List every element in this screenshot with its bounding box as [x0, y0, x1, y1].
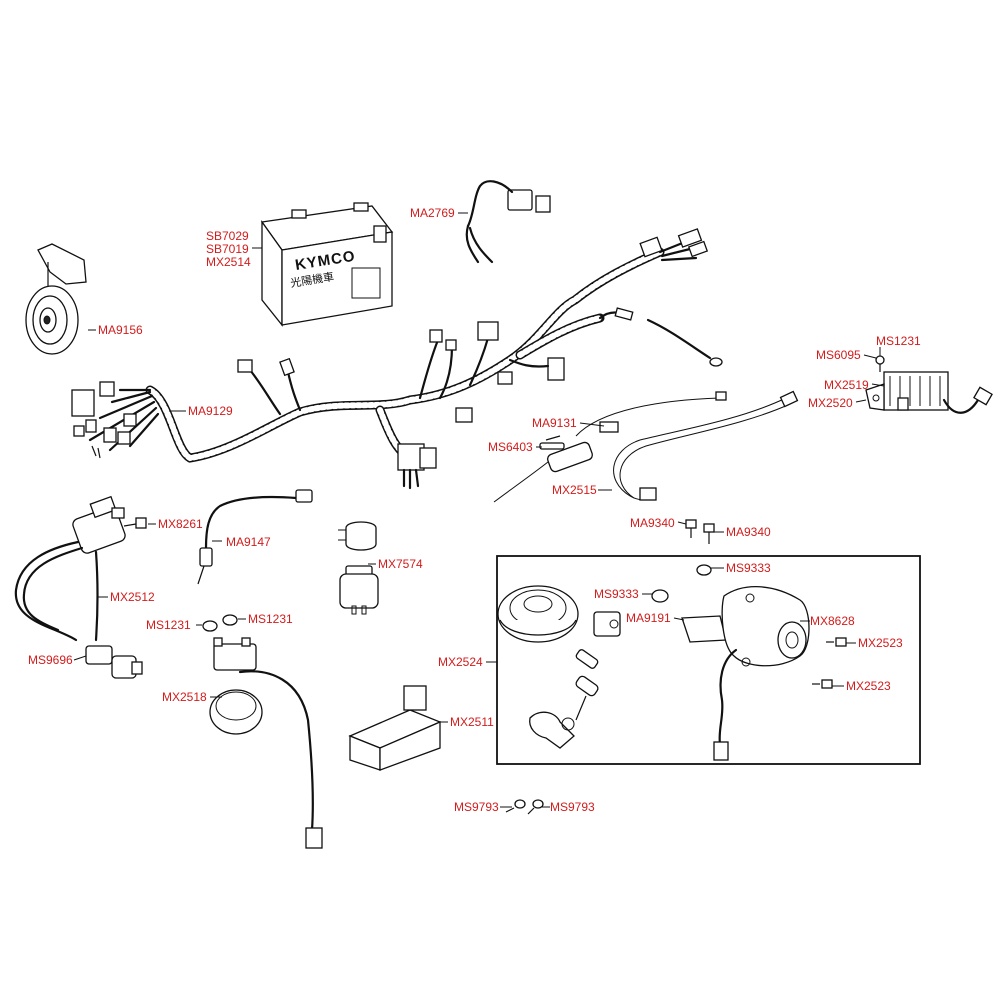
label-ma9147: MA9147 — [226, 535, 271, 549]
battery-brand-subtitle: 光陽機車 — [289, 269, 335, 290]
battery: KYMCO 光陽機車 — [260, 202, 394, 327]
label-ma2769: MA2769 — [410, 206, 455, 220]
label-mx7574: MX7574 — [378, 557, 423, 571]
label-ma9340-right: MA9340 — [726, 525, 771, 539]
label-ms9793-left: MS9793 — [454, 800, 499, 814]
label-ms9793-right: MS9793 — [550, 800, 595, 814]
ignition-coil — [14, 495, 143, 679]
nut-b — [222, 614, 238, 626]
bolt-b — [703, 523, 715, 544]
stop-switch — [493, 391, 727, 503]
label-mx8261: MX8261 — [158, 517, 203, 531]
label-ma9129: MA9129 — [188, 404, 233, 418]
label-mx2523-lower: MX2523 — [846, 679, 891, 693]
label-ma9156: MA9156 — [98, 323, 143, 337]
pin — [539, 442, 565, 450]
label-mx2524: MX2524 — [438, 655, 483, 669]
horn — [25, 243, 87, 355]
label-mx2511: MX2511 — [450, 715, 494, 729]
label-mx8628: MX8628 — [810, 614, 855, 628]
label-ma9191: MA9191 — [626, 611, 671, 625]
bolt-a — [685, 519, 697, 538]
label-mx2515: MX2515 — [552, 483, 597, 497]
label-ma9131: MA9131 — [532, 416, 577, 430]
screw-ms9793-a — [505, 799, 526, 813]
nut-a — [202, 620, 218, 632]
keys — [575, 649, 599, 721]
label-ma9340-left: MA9340 — [630, 516, 675, 530]
ignition-lock — [681, 586, 810, 761]
regulator — [865, 355, 993, 414]
label-mx2518: MX2518 — [162, 690, 207, 704]
label-mx2520: MX2520 — [808, 396, 853, 410]
label-mx2512: MX2512 — [110, 590, 155, 604]
fuel-cap — [497, 585, 579, 643]
label-ms6095: MS6095 — [816, 348, 861, 362]
label-sb7019: SB7019 — [206, 242, 249, 256]
label-ms1231-left: MS1231 — [146, 618, 191, 632]
lock-set-box — [496, 555, 921, 765]
nut-ms9333-a — [651, 589, 669, 603]
label-ms9333-left: MS9333 — [594, 587, 639, 601]
label-ms9696: MS9696 — [28, 653, 73, 667]
label-mx2523-upper: MX2523 — [858, 636, 903, 650]
label-ms1231-right: MS1231 — [248, 612, 293, 626]
sensor-lead — [465, 180, 551, 264]
label-mx2519: MX2519 — [824, 378, 869, 392]
leader-lines — [73, 212, 885, 808]
screw-mx8261 — [123, 517, 147, 529]
starter-relay — [209, 637, 323, 849]
lock-cylinder — [593, 611, 621, 637]
label-mx2514: MX2514 — [206, 255, 251, 269]
cdi-unit — [348, 685, 442, 771]
seat-lock — [529, 711, 575, 749]
bolt-mx2523-b — [812, 679, 833, 689]
screw-ms9793-b — [527, 799, 544, 815]
lead-ma9147 — [197, 489, 313, 585]
brake-lead — [613, 390, 799, 501]
bolt-mx2523-a — [826, 637, 847, 647]
nut-ms9333-b — [696, 564, 712, 576]
switch-mx7574 — [338, 521, 379, 615]
part-labels: SB7029 SB7019 MX2514 MA2769 MA9156 MA912… — [28, 206, 921, 814]
label-sb7029: SB7029 — [206, 229, 249, 243]
label-ms1231-regulator: MS1231 — [876, 334, 921, 348]
label-ms6403: MS6403 — [488, 440, 533, 454]
label-ms9333-right: MS9333 — [726, 561, 771, 575]
wiring-harness — [71, 228, 723, 490]
